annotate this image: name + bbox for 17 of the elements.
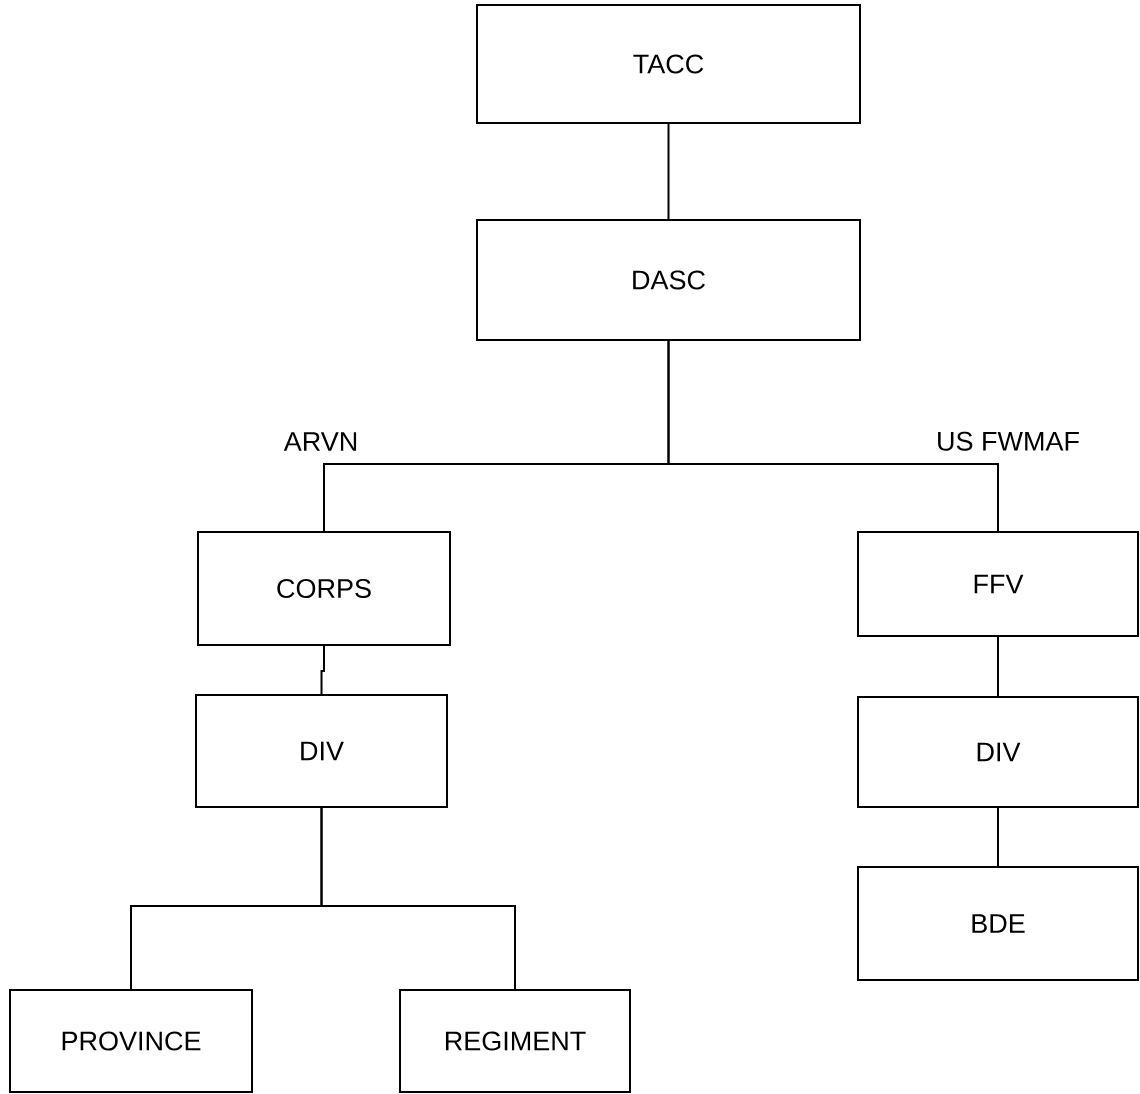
connector-line	[320, 807, 516, 990]
connector-line	[997, 636, 999, 697]
connector-line	[320, 645, 325, 695]
connector-line	[667, 123, 670, 220]
branch-label: ARVN	[283, 432, 357, 451]
branch-label: US FWMAF	[938, 431, 1079, 451]
connector-line	[997, 807, 999, 867]
org-box: CORPS	[197, 531, 451, 646]
org-box: REGIMENT	[399, 989, 631, 1093]
connector-line	[667, 340, 999, 532]
org-box: PROVINCE	[9, 989, 253, 1093]
org-box: DIV	[857, 696, 1139, 808]
org-box: BDE	[857, 866, 1139, 981]
org-box: FFV	[857, 531, 1139, 637]
org-box: DIV	[195, 694, 448, 808]
org-box: DASC	[476, 219, 861, 341]
org-box: TACC	[476, 4, 861, 124]
